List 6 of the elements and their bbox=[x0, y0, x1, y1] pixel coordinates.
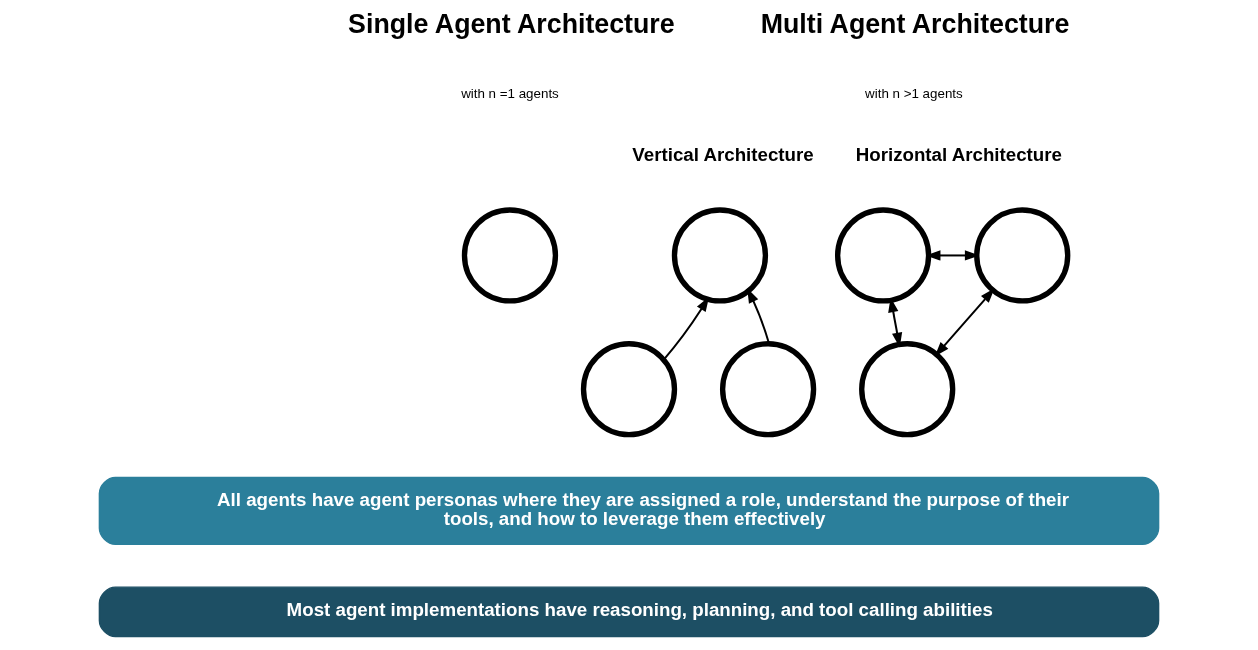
label: with n >1 agents bbox=[865, 86, 963, 102]
label: Horizontal Architecture bbox=[855, 143, 1062, 165]
label: with n =1 agents bbox=[461, 86, 559, 102]
label: Vertical Architecture bbox=[632, 143, 814, 165]
label: Single Agent Architecture bbox=[348, 9, 675, 40]
label: Multi Agent Architecture bbox=[760, 9, 1070, 40]
